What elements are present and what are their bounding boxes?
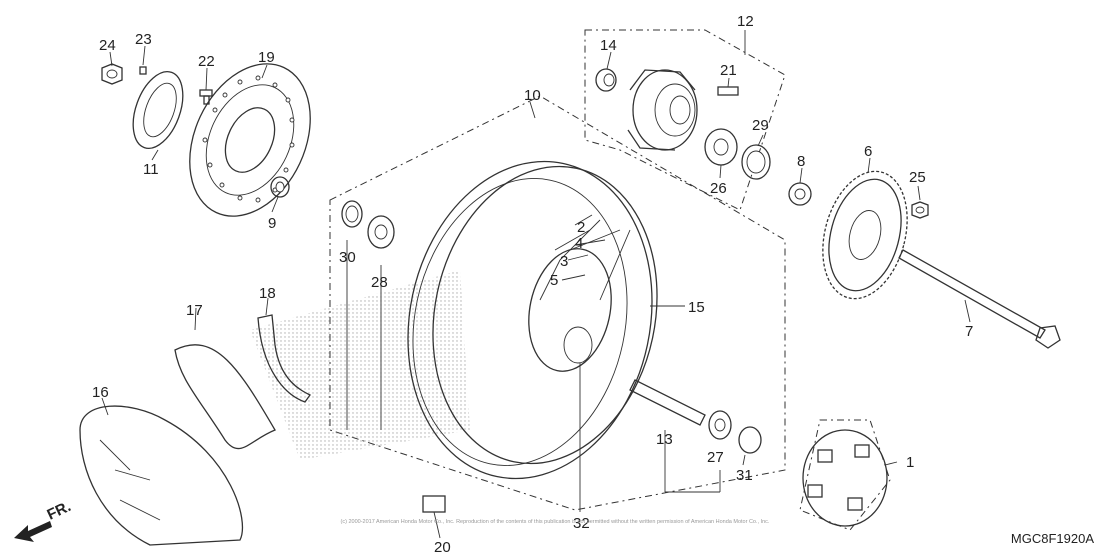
callout-16: 16: [92, 384, 109, 401]
callout-9: 9: [268, 215, 276, 232]
callout-2: 2: [577, 219, 585, 236]
collar-8: [788, 182, 812, 206]
callout-3: 3: [560, 253, 568, 270]
collar-14: [595, 68, 617, 92]
damper-outline: [799, 419, 891, 531]
callout-8: 8: [797, 153, 805, 170]
rear-wheel: [407, 160, 658, 480]
driven-sprocket: [822, 170, 908, 300]
callout-4: 4: [575, 235, 583, 252]
brake-disc: [189, 63, 311, 217]
callout-31: 31: [736, 467, 753, 484]
callout-15: 15: [688, 299, 705, 316]
balance-weight: [422, 495, 446, 513]
callout-29: 29: [752, 117, 769, 134]
bolt-22: [199, 89, 213, 105]
callout-18: 18: [259, 285, 276, 302]
bearing-26: [704, 128, 738, 166]
bolt-23: [139, 66, 147, 75]
tube: [174, 344, 276, 450]
spacer-9: [270, 176, 290, 198]
copyright-notice: (c) 2000-2017 American Honda Motor Co., …: [340, 519, 770, 525]
callout-11: 11: [143, 161, 159, 178]
front-arrow-icon: [14, 521, 52, 542]
rear-axle: [898, 249, 1061, 349]
stud-21: [717, 86, 739, 96]
wheel-damper: [802, 429, 888, 527]
bearing-27: [708, 410, 732, 440]
callout-17: 17: [186, 302, 203, 319]
callout-32: 32: [573, 515, 590, 532]
callout-1: 1: [906, 454, 914, 471]
callout-22: 22: [198, 53, 215, 70]
nut-24: [101, 63, 123, 85]
oil-seal-29: [741, 144, 771, 180]
callout-7: 7: [965, 323, 973, 340]
callout-27: 27: [707, 449, 724, 466]
callout-26: 26: [710, 180, 727, 197]
nut-25: [911, 201, 929, 219]
callout-12: 12: [737, 13, 754, 30]
tire: [79, 405, 244, 546]
bearing-28: [367, 215, 395, 249]
assembly-outline: [329, 95, 786, 511]
hub-subassembly-outline: [584, 29, 786, 211]
front-label: FR.: [45, 498, 74, 524]
leader-lines: [101, 30, 971, 539]
callout-24: 24: [99, 37, 116, 54]
callout-19: 19: [258, 49, 275, 66]
callout-21: 21: [720, 62, 737, 79]
distance-collar: [629, 379, 706, 426]
callout-25: 25: [909, 169, 926, 186]
callout-20: 20: [434, 539, 451, 556]
callout-10: 10: [524, 87, 541, 104]
driven-flange: [627, 69, 698, 151]
callout-14: 14: [600, 37, 617, 54]
callout-6: 6: [864, 143, 872, 160]
callouts: 1 2 3 4 5 6 7 8 9 10 11 12 13 14 15 16 1…: [92, 13, 973, 556]
callout-30: 30: [339, 249, 356, 266]
rim-band: [257, 314, 311, 403]
pulser-ring: [132, 71, 184, 149]
o-ring-31: [738, 426, 762, 454]
callout-13: 13: [656, 431, 673, 448]
oil-seal-30: [341, 200, 363, 228]
callout-23: 23: [135, 31, 152, 48]
callout-5: 5: [550, 272, 558, 289]
diagram-code: MGC8F1920A: [1010, 531, 1094, 546]
shading: [250, 270, 470, 460]
callout-28: 28: [371, 274, 388, 291]
